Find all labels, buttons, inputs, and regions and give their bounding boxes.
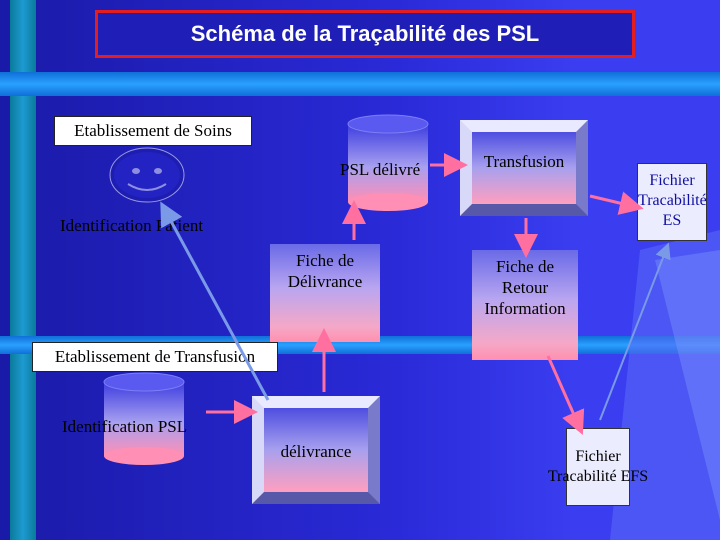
page-title: Schéma de la Traçabilité des PSL [190,21,540,46]
fichier-efs-scroll: Fichier Tracabilité EFS [548,428,648,506]
arrow-delivrance-to-patient [160,201,270,401]
identification-psl-label: Identification PSL [62,417,188,436]
fichier-es-line3: ES [662,212,682,229]
delivrance-box: délivrance [252,396,380,504]
fiche-retour-line3: Information [484,299,566,318]
fiche-retour-line1: Fiche de [495,257,555,276]
fiche-delivrance-line2: Délivrance [287,272,363,291]
title-box: Schéma de la Traçabilité des PSL [95,10,635,58]
fichier-efs-line1: Fichier [575,448,621,465]
fiche-delivrance-note: Fiche de Délivrance [270,244,380,342]
delivrance-label: délivrance [280,442,352,461]
fichier-es-scroll: Fichier Tracabilité ES [637,163,707,241]
fiche-retour-note: Fiche de Retour Information [472,250,578,360]
fichier-es-line1: Fichier [649,172,695,189]
decorative-band-top [0,72,720,96]
transfusion-label: Transfusion [483,152,565,171]
etablissement-transfusion-label: Etablissement de Transfusion [54,347,256,366]
arrow-efs-to-es [599,242,671,421]
etablissement-soins-box: Etablissement de Soins [54,116,252,146]
transfusion-box: Transfusion [460,120,588,216]
fichier-es-line2: Tracabilité [638,192,707,209]
fichier-efs-line2: Tracabilité EFS [547,468,649,485]
arrow-transfusion-to-es [589,191,644,215]
etablissement-transfusion-box: Etablissement de Transfusion [32,342,278,372]
fiche-delivrance-line1: Fiche de [295,251,355,270]
fiche-retour-line2: Retour [501,278,549,297]
etablissement-soins-label: Etablissement de Soins [74,121,232,140]
arrow-fiche-retour-to-efs [546,355,585,435]
psl-delivre-label: PSL délivré [340,160,421,179]
